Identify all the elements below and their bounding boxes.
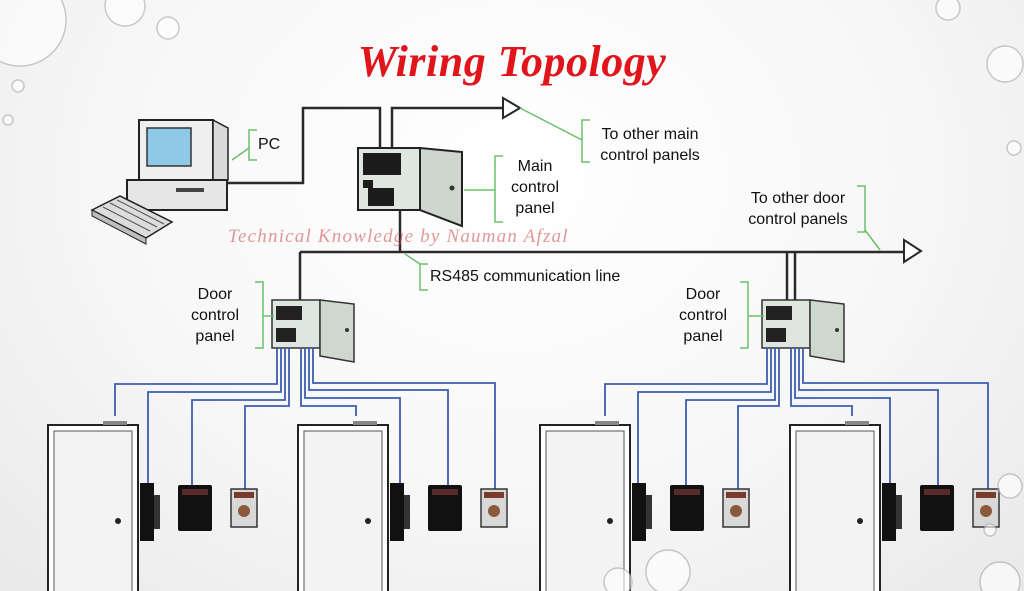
pc-label: PC <box>258 136 281 153</box>
arrow-door-icon <box>903 238 923 264</box>
callout-brackets <box>231 107 881 349</box>
pc-computer-icon <box>90 118 229 245</box>
page-title: Wiring Topology <box>357 37 667 86</box>
door-set-2 <box>297 420 508 591</box>
main-control-panel-icon <box>357 146 463 228</box>
door-control-panel-right-label: Door control panel <box>678 286 728 345</box>
door-control-panel-left-label: Door control panel <box>190 286 240 345</box>
door-set-4 <box>789 420 1000 591</box>
watermark-text: Technical Knowledge by Nauman Afzal <box>228 226 569 247</box>
other-main-panels-label: To other main control panels <box>600 126 700 164</box>
door-set-3 <box>539 420 750 591</box>
rs485-line-label: RS485 communication line <box>430 268 621 285</box>
main-control-panel-label: Main control panel <box>510 158 560 217</box>
door-wires-right <box>604 348 989 492</box>
communication-wires <box>228 106 904 305</box>
door-set-1 <box>47 420 258 591</box>
door-wires-left <box>114 348 496 492</box>
arrow-main-icon <box>502 96 522 120</box>
other-door-panels-label: To other door control panels <box>748 190 848 228</box>
